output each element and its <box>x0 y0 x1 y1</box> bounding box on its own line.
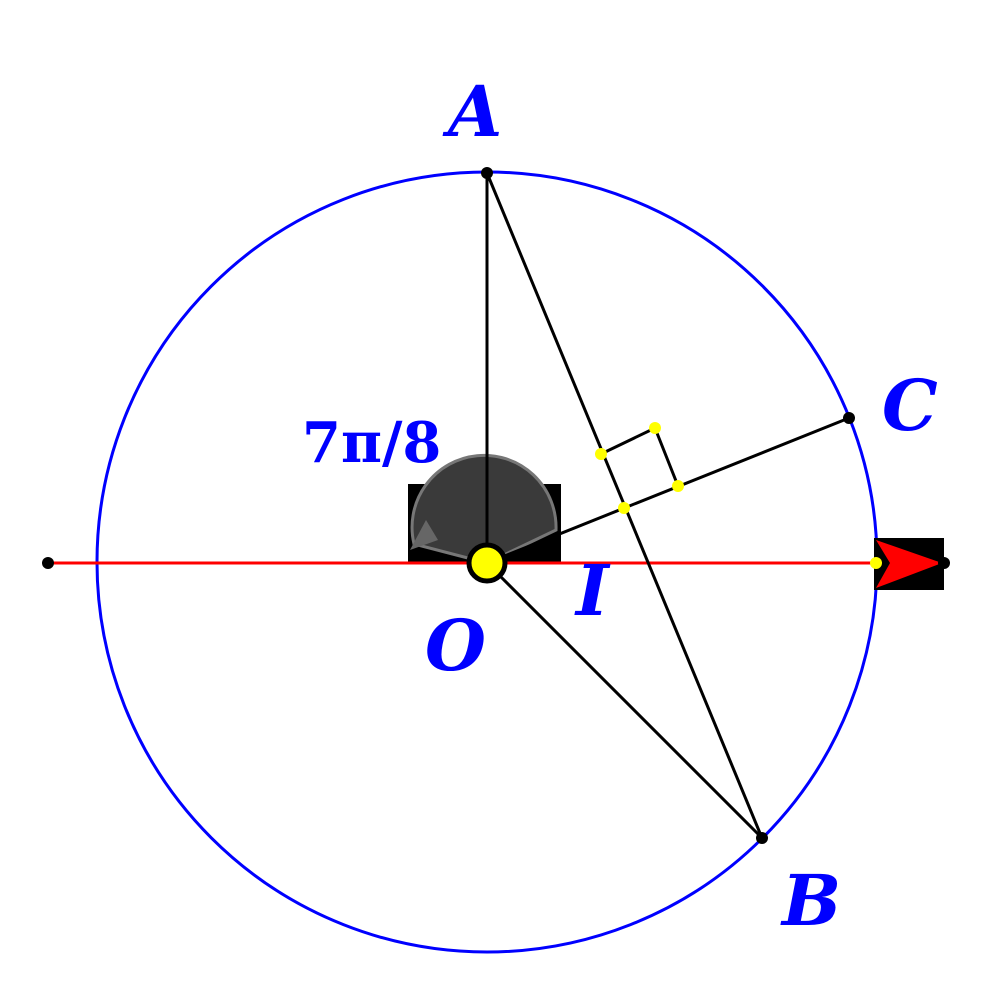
right-angle-dot <box>595 448 607 460</box>
axis-right-end-marker[interactable] <box>938 557 950 569</box>
angle-arc <box>410 453 558 565</box>
label-C: C <box>882 364 938 447</box>
label-A: A <box>442 70 502 153</box>
segment-OC <box>486 416 850 565</box>
axis-circle-intersection-dot <box>870 557 882 569</box>
point-C-marker[interactable] <box>843 412 855 424</box>
label-B: B <box>780 859 841 942</box>
label-O: O <box>425 604 486 687</box>
point-O-marker[interactable] <box>466 542 508 584</box>
point-B-marker[interactable] <box>756 832 768 844</box>
right-angle-dot <box>649 422 661 434</box>
label-I: I <box>574 549 611 632</box>
axis-arrowhead <box>876 540 942 588</box>
right-angle-dot <box>672 480 684 492</box>
point-A-marker[interactable] <box>481 167 493 179</box>
axis-left-end-marker[interactable] <box>42 557 54 569</box>
segment-OB <box>485 561 764 840</box>
angle-arc-arrowhead <box>410 520 438 550</box>
intersection-dot <box>618 502 630 514</box>
angle-label: 7π/8 <box>302 410 441 476</box>
